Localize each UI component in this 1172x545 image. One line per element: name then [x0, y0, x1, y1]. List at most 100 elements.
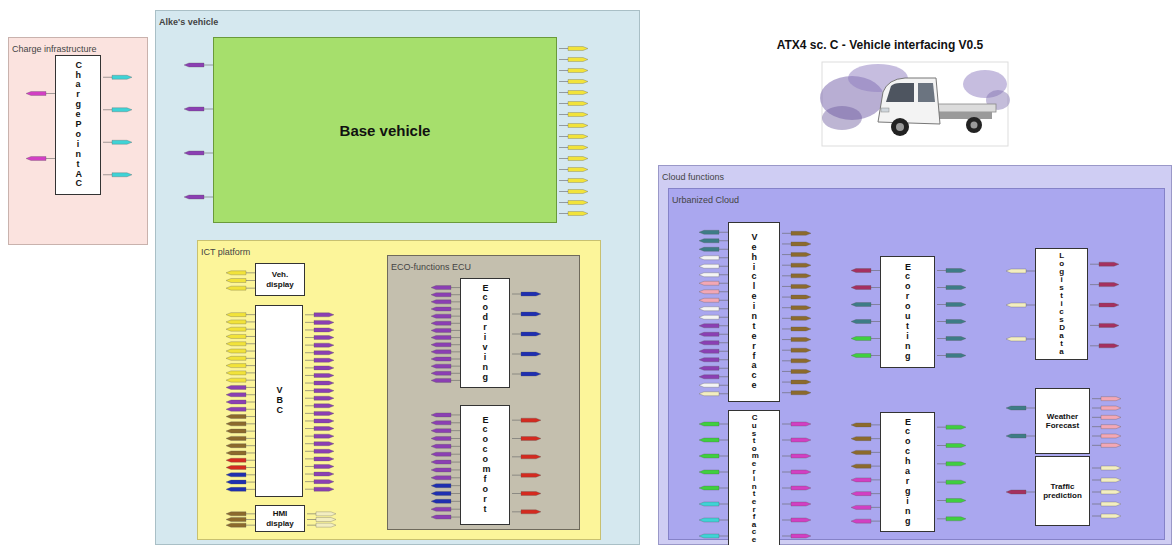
port-wire	[246, 402, 255, 403]
port-stub	[946, 425, 966, 429]
port-stub	[431, 460, 451, 464]
port-stub	[112, 75, 132, 79]
truck-illustration	[820, 62, 1010, 146]
port-stub	[226, 444, 246, 448]
port-stub	[946, 480, 966, 484]
vehicle-interface-box: Vehicle interface	[728, 222, 780, 402]
port-wire	[451, 330, 460, 331]
diagram-title: ATX4 sc. C - Vehicle interfacing V0.5	[740, 38, 1020, 52]
port-wire	[559, 147, 568, 148]
port-stub	[568, 212, 588, 216]
port-wire	[246, 519, 255, 520]
port-stub	[568, 157, 588, 161]
port-wire	[937, 518, 946, 519]
port-stub	[699, 281, 719, 285]
port-wire	[719, 325, 728, 326]
port-wire	[782, 392, 791, 393]
port-wire	[451, 414, 460, 415]
port-stub	[226, 466, 246, 470]
port-stub	[431, 293, 451, 297]
port-stub	[521, 492, 541, 496]
port-stub	[226, 313, 246, 317]
port-stub	[431, 371, 451, 375]
port-stub	[431, 499, 451, 503]
port-stub	[568, 124, 588, 128]
port-wire	[1090, 264, 1099, 265]
port-wire	[246, 336, 255, 337]
port-wire	[719, 308, 728, 309]
port-wire	[246, 423, 255, 424]
port-stub	[226, 429, 246, 433]
port-stub	[568, 113, 588, 117]
port-wire	[246, 445, 255, 446]
port-wire	[1092, 398, 1101, 399]
port-wire	[719, 472, 728, 473]
port-wire	[559, 158, 568, 159]
port-stub	[314, 487, 334, 491]
port-stub	[946, 499, 966, 503]
port-wire	[46, 158, 55, 159]
port-wire	[719, 300, 728, 301]
port-wire	[305, 420, 314, 421]
port-stub	[699, 366, 719, 370]
port-stub	[568, 168, 588, 172]
port-stub	[568, 91, 588, 95]
port-stub	[699, 307, 719, 311]
port-stub	[946, 320, 966, 324]
port-wire	[871, 438, 880, 439]
port-stub	[226, 518, 246, 522]
port-wire	[305, 443, 314, 444]
port-wire	[559, 136, 568, 137]
port-stub	[314, 464, 334, 468]
port-wire	[246, 431, 255, 432]
port-wire	[512, 294, 521, 295]
port-stub	[431, 364, 451, 368]
port-stub	[26, 92, 46, 96]
port-wire	[103, 142, 112, 143]
box-label: Charge Point AC	[76, 61, 81, 190]
port-stub	[791, 502, 811, 506]
port-stub	[851, 478, 871, 482]
port-stub	[521, 473, 541, 477]
port-stub	[699, 332, 719, 336]
port-wire	[246, 452, 255, 453]
port-stub	[791, 470, 811, 474]
port-stub	[699, 230, 719, 234]
port-wire	[451, 294, 460, 295]
port-wire	[204, 109, 213, 110]
port-wire	[719, 232, 728, 233]
port-wire	[782, 286, 791, 287]
port-wire	[1092, 480, 1101, 481]
port-stub	[226, 356, 246, 360]
port-wire	[305, 314, 314, 315]
port-stub	[791, 454, 811, 458]
port-stub	[521, 510, 541, 514]
port-stub	[26, 157, 46, 161]
port-stub	[851, 320, 871, 324]
port-stub	[226, 364, 246, 368]
port-stub	[314, 404, 334, 408]
port-wire	[719, 488, 728, 489]
port-wire	[512, 334, 521, 335]
port-wire	[246, 416, 255, 417]
port-stub	[431, 437, 451, 441]
port-wire	[451, 469, 460, 470]
port-stub	[699, 341, 719, 345]
port-wire	[246, 314, 255, 315]
port-stub	[226, 512, 246, 516]
port-wire	[871, 270, 880, 271]
port-wire	[305, 428, 314, 429]
port-stub	[851, 450, 871, 454]
region-label: Urbanized Cloud	[669, 194, 742, 206]
port-wire	[719, 536, 728, 537]
port-stub	[314, 472, 334, 476]
charge-point-box: Charge Point AC	[55, 55, 101, 195]
port-wire	[871, 355, 880, 356]
port-wire	[559, 92, 568, 93]
port-wire	[246, 365, 255, 366]
port-wire	[451, 485, 460, 486]
port-wire	[1092, 504, 1101, 505]
port-wire	[451, 509, 460, 510]
port-stub	[699, 534, 719, 538]
port-wire	[305, 474, 314, 475]
